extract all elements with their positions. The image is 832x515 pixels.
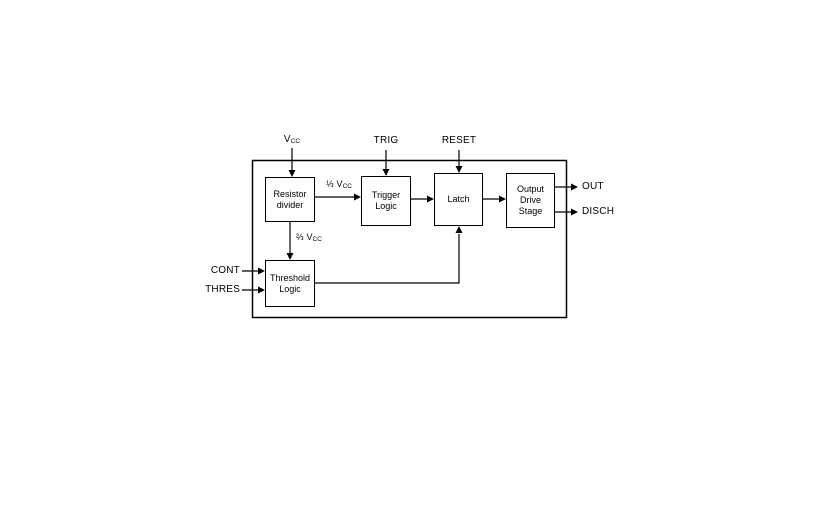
net-label-one-third-sub: CC: [342, 183, 352, 190]
block-threshold-logic-label: Threshold Logic: [269, 272, 311, 294]
net-label-one-third-main: V: [336, 179, 343, 189]
block-output-drive-stage: Output Drive Stage: [506, 173, 555, 228]
pin-label-reset: RESET: [441, 135, 477, 146]
block-resistor-divider: Resistor divider: [265, 177, 315, 222]
wire-reset: [455, 150, 463, 173]
block-latch-label: Latch: [447, 194, 470, 204]
wire-latch-to-output: [483, 195, 506, 203]
wire-onethird-vcc: [315, 193, 361, 201]
wire-out: [555, 183, 578, 191]
pin-label-vcc-sub: CC: [290, 138, 301, 145]
pin-label-cont: CONT: [210, 265, 240, 276]
pin-label-thres: THRES: [205, 284, 240, 295]
net-label-one-third-frac: ⅓: [326, 179, 334, 189]
block-output-drive-stage-label: Output Drive Stage: [516, 184, 545, 216]
wire-disch: [555, 208, 578, 216]
wire-thres: [242, 286, 265, 294]
pin-label-disch: DISCH: [582, 206, 615, 217]
wire-vcc: [288, 148, 296, 177]
wire-trig: [382, 150, 390, 176]
block-threshold-logic: Threshold Logic: [265, 260, 315, 307]
net-label-two-thirds-sub: CC: [312, 236, 322, 243]
wire-twothirds-vcc: [286, 222, 294, 260]
block-latch: Latch: [434, 173, 483, 226]
net-label-two-thirds-frac: ⅔: [296, 232, 304, 242]
pin-label-vcc: VCC: [276, 134, 308, 148]
net-label-two-thirds-main: V: [306, 232, 313, 242]
block-resistor-divider-label: Resistor divider: [273, 188, 307, 210]
block-trigger-logic: Trigger Logic: [361, 176, 411, 226]
pin-label-trig: TRIG: [373, 135, 399, 146]
pin-label-vcc-main: V: [283, 134, 291, 145]
block-trigger-logic-label: Trigger Logic: [371, 190, 401, 211]
wire-cont: [242, 267, 265, 275]
pin-label-out: OUT: [582, 181, 604, 192]
wire-trigger-to-latch: [411, 195, 434, 203]
